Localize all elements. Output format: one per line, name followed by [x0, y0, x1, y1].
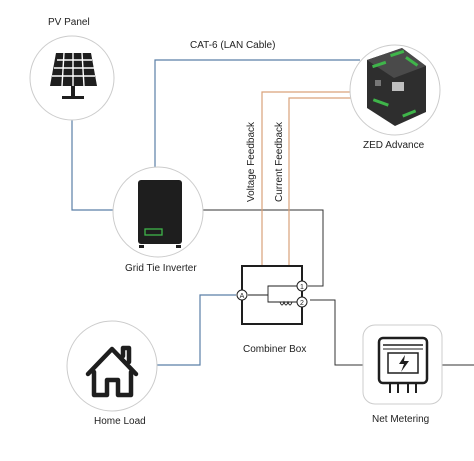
controller-device-icon	[367, 48, 426, 126]
voltage-feedback-label: Voltage Feedback	[246, 121, 257, 202]
terminal-label-a: A	[240, 293, 245, 300]
combiner-box-label: Combiner Box	[243, 344, 307, 355]
pv-panel-node	[29, 35, 115, 121]
pv-panel-label: PV Panel	[48, 17, 90, 28]
lan-cable-label: CAT-6 (LAN Cable)	[190, 40, 276, 51]
terminal-label-2: 2	[300, 300, 304, 307]
zed-advance-node	[349, 44, 441, 136]
net-metering-label: Net Metering	[372, 414, 430, 425]
house-icon	[85, 345, 139, 398]
home-load-line	[152, 294, 236, 366]
home-load-label: Home Load	[94, 416, 146, 427]
zed-advance-label: ZED Advance	[363, 140, 425, 151]
net-metering-line	[310, 299, 363, 366]
current-feedback-label: Current Feedback	[274, 121, 285, 202]
current-feedback-wire	[288, 97, 360, 298]
grid-tie-inverter-node	[112, 166, 204, 258]
energy-meter-icon	[377, 336, 429, 393]
grid-tie-inverter-label: Grid Tie Inverter	[125, 263, 197, 274]
combiner-box	[236, 265, 308, 325]
lan-cable	[154, 59, 360, 190]
net-metering-node	[362, 324, 443, 405]
terminal-label-1: 1	[300, 284, 304, 291]
inverter-icon	[138, 180, 182, 248]
home-load-node	[66, 320, 158, 412]
combiner-internal-wiring	[248, 285, 302, 303]
current-transformer-icon	[279, 300, 293, 306]
voltage-feedback-wire	[261, 91, 360, 292]
inverter-output-line	[182, 209, 324, 287]
